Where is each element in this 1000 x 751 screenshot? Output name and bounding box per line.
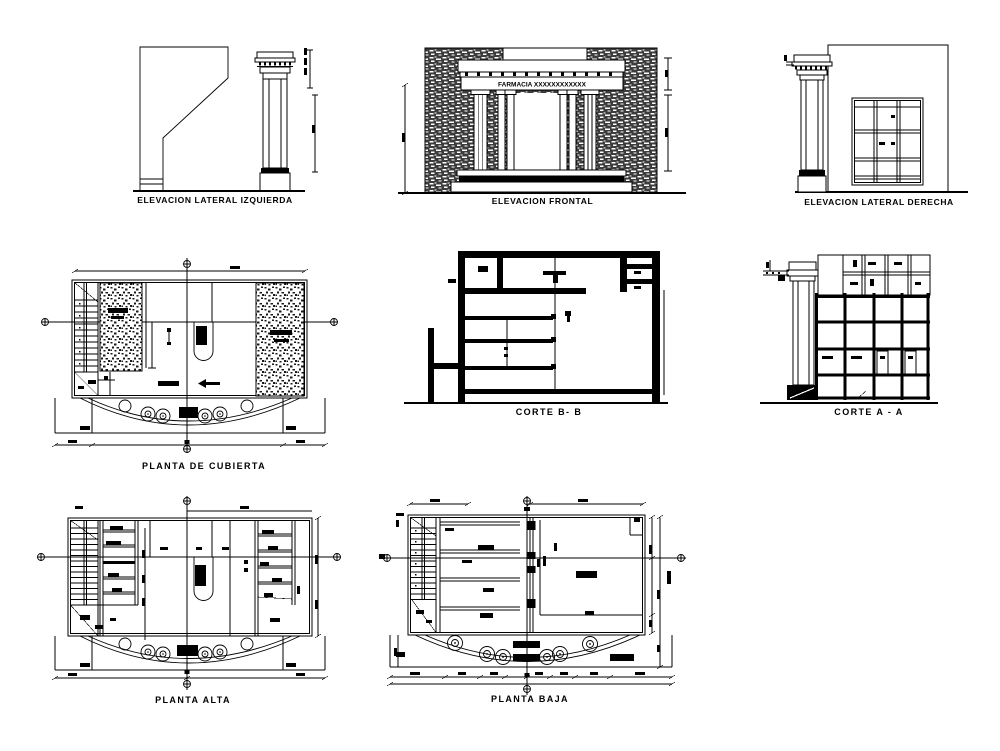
roof-plan-drawing [41, 258, 338, 453]
center-wall [526, 517, 540, 633]
section-b-drawing [404, 251, 668, 404]
dimension-marks [304, 48, 318, 173]
upper-floor-plan-label: PLANTA ALTA [155, 695, 231, 705]
elevation-front-drawing: FARMACIA XXXXXXXXXXXX [398, 47, 686, 196]
elevation-left-label: ELEVACION LATERAL IZQUIERDA [137, 195, 293, 205]
pilaster-column [254, 51, 296, 192]
section-a-drawing [760, 254, 938, 404]
upper-floor-plan-drawing [37, 496, 341, 690]
shelf-grid [814, 293, 930, 400]
sign-band [460, 76, 624, 91]
elevation-front-label: ELEVACION FRONTAL [491, 196, 594, 206]
front-colonnade [386, 634, 676, 687]
section-b-label: CORTE B- B [515, 407, 583, 417]
pilaster-column [784, 54, 833, 193]
dentil-row [465, 72, 612, 77]
right-room [539, 517, 643, 616]
left-shelves [99, 520, 146, 640]
pilaster-column [763, 260, 819, 400]
section-walls [428, 251, 660, 403]
front-colonnade [51, 397, 329, 448]
roof-plan-label: PLANTA DE CUBIERTA [141, 461, 267, 471]
left-shelves [440, 521, 520, 618]
portico-columns [470, 89, 600, 171]
pharmacy-sign-text: FARMACIA XXXXXXXXXXXX [498, 82, 587, 89]
dimension-marks [394, 514, 664, 670]
right-shelves [244, 520, 300, 636]
elevation-right-drawing [784, 44, 968, 193]
elevation-right-label: ELEVACION LATERAL DERECHA [804, 197, 954, 207]
front-colonnade [51, 635, 329, 681]
ground-floor-plan-drawing [379, 496, 686, 695]
window-grid [851, 97, 924, 186]
upper-cabinets [817, 254, 931, 296]
stairs [410, 517, 437, 633]
ground-floor-plan-label: PLANTA BAJA [491, 694, 569, 704]
section-a-label: CORTE A - A [834, 407, 904, 417]
stairs [70, 520, 138, 637]
dimension-marks [401, 57, 672, 196]
axis-lines [37, 496, 341, 690]
stairs [74, 282, 115, 396]
elevation-left-drawing [133, 46, 318, 192]
